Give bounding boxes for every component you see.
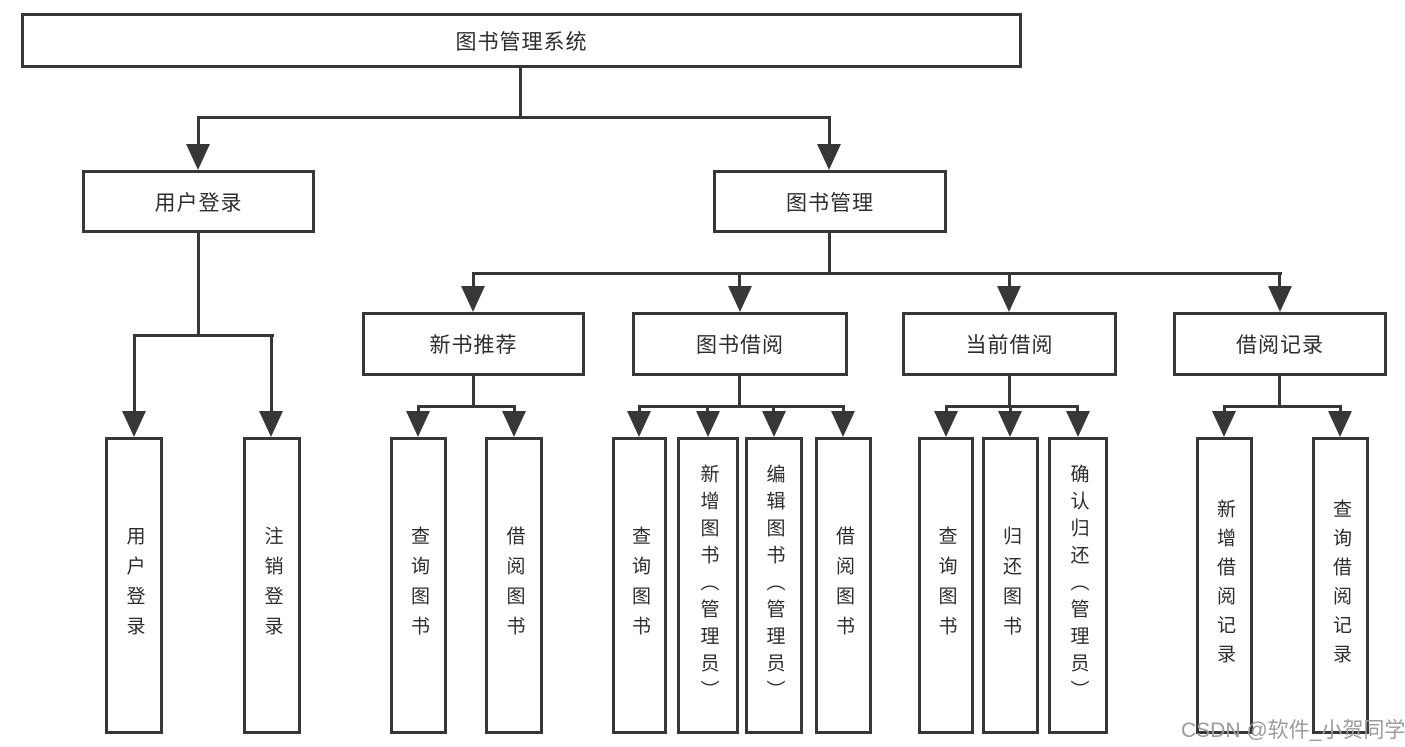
leaf-add-books-admin: 新增图书（管理员） <box>677 437 739 734</box>
connector-v <box>1278 272 1281 288</box>
arrow-down-icon <box>259 411 283 437</box>
arrow-down-icon <box>406 411 430 437</box>
arrow-down-icon <box>461 286 485 312</box>
connector-v <box>417 405 420 414</box>
connector-root-h <box>197 116 831 119</box>
node-label: 用户登录 <box>154 191 243 215</box>
connector-login-stub <box>197 116 200 146</box>
connector-v <box>638 405 641 414</box>
connector-h <box>417 405 516 408</box>
arrow-down-icon <box>728 286 752 312</box>
connector-v <box>706 405 709 414</box>
node-label: 新增图书（管理员） <box>697 464 719 707</box>
leaf-query-books-recommend: 查询图书 <box>390 437 447 734</box>
node-label: 借阅记录 <box>1236 334 1324 357</box>
arrow-down-icon <box>627 411 651 437</box>
connector-v <box>1008 376 1011 407</box>
arrow-down-icon <box>1212 411 1236 437</box>
node-label: 图书管理 <box>786 191 874 215</box>
connector-v <box>1223 405 1226 414</box>
connector-h <box>1223 405 1342 408</box>
arrow-down-icon <box>997 286 1021 312</box>
connector-root-v <box>519 68 522 118</box>
node-book-borrow: 图书借阅 <box>632 312 848 376</box>
connector-v <box>1278 376 1281 407</box>
arrow-down-icon <box>934 411 958 437</box>
node-new-book-recommend: 新书推荐 <box>362 312 585 376</box>
connector-v <box>270 334 273 412</box>
connector-v <box>738 272 741 288</box>
node-borrow-record: 借阅记录 <box>1173 312 1387 376</box>
arrow-down-icon <box>1268 286 1292 312</box>
arrow-down-icon <box>1328 411 1352 437</box>
connector-v <box>513 405 516 414</box>
node-label: 借阅图书 <box>833 525 854 646</box>
node-label: 查询图书 <box>629 525 650 646</box>
node-label: 新增借阅记录 <box>1214 498 1235 673</box>
connector-v <box>1339 405 1342 414</box>
connector-h <box>638 405 845 408</box>
node-label: 图书管理系统 <box>455 30 588 54</box>
arrow-down-icon <box>502 411 526 437</box>
connector-v <box>738 376 741 407</box>
leaf-user-login: 用户登录 <box>105 437 163 734</box>
arrow-down-icon <box>122 411 146 437</box>
connector-v <box>772 405 775 414</box>
leaf-query-books-current: 查询图书 <box>918 437 974 734</box>
leaf-query-borrow-record: 查询借阅记录 <box>1312 437 1369 734</box>
connector-v <box>197 233 200 337</box>
leaf-borrow-books: 借阅图书 <box>815 437 872 734</box>
connector-v <box>472 376 475 407</box>
connector-v <box>1008 272 1011 288</box>
leaf-edit-books-admin: 编辑图书（管理员） <box>745 437 803 734</box>
node-label: 借阅图书 <box>503 525 525 646</box>
connector-v <box>842 405 845 414</box>
leaf-logout: 注销登录 <box>243 437 301 734</box>
node-label: 图书借阅 <box>696 334 784 357</box>
connector-v <box>1009 405 1012 414</box>
arrow-down-icon <box>186 144 210 170</box>
leaf-query-books-borrow: 查询图书 <box>612 437 667 734</box>
connector-v <box>945 405 948 414</box>
arrow-down-icon <box>817 144 841 170</box>
connector-v <box>828 233 831 275</box>
node-label: 归还图书 <box>1000 525 1021 646</box>
node-label: 新书推荐 <box>429 334 518 357</box>
node-label: 查询借阅记录 <box>1330 498 1351 673</box>
leaf-return-books: 归还图书 <box>982 437 1039 734</box>
node-label: 注销登录 <box>261 525 283 646</box>
arrow-down-icon <box>998 411 1022 437</box>
arrow-down-icon <box>831 411 855 437</box>
node-label: 查询图书 <box>408 525 429 646</box>
node-current-borrow: 当前借阅 <box>902 312 1117 376</box>
leaf-borrow-books-recommend: 借阅图书 <box>485 437 543 734</box>
node-library-system: 图书管理系统 <box>21 13 1022 68</box>
arrow-down-icon <box>696 411 720 437</box>
connector-mgmt-stub <box>828 116 831 146</box>
connector-v <box>1076 405 1079 414</box>
node-label: 用户登录 <box>123 525 145 646</box>
arrow-down-icon <box>1066 411 1090 437</box>
leaf-add-borrow-record: 新增借阅记录 <box>1196 437 1253 734</box>
node-label: 确认归还（管理员） <box>1067 464 1089 707</box>
node-user-login: 用户登录 <box>82 170 315 233</box>
node-label: 查询图书 <box>935 525 957 646</box>
connector-h <box>945 405 1079 408</box>
leaf-confirm-return-admin: 确认归还（管理员） <box>1048 437 1108 734</box>
connector-v <box>133 334 136 412</box>
node-label: 编辑图书（管理员） <box>763 464 785 707</box>
arrow-down-icon <box>762 411 786 437</box>
node-label: 当前借阅 <box>965 334 1054 357</box>
node-book-management: 图书管理 <box>713 170 947 233</box>
connector-v <box>472 272 475 288</box>
csdn-watermark: CSDN @软件_小贺同学 <box>1181 719 1405 742</box>
connector-h <box>472 272 1282 275</box>
connector-h <box>133 334 274 337</box>
